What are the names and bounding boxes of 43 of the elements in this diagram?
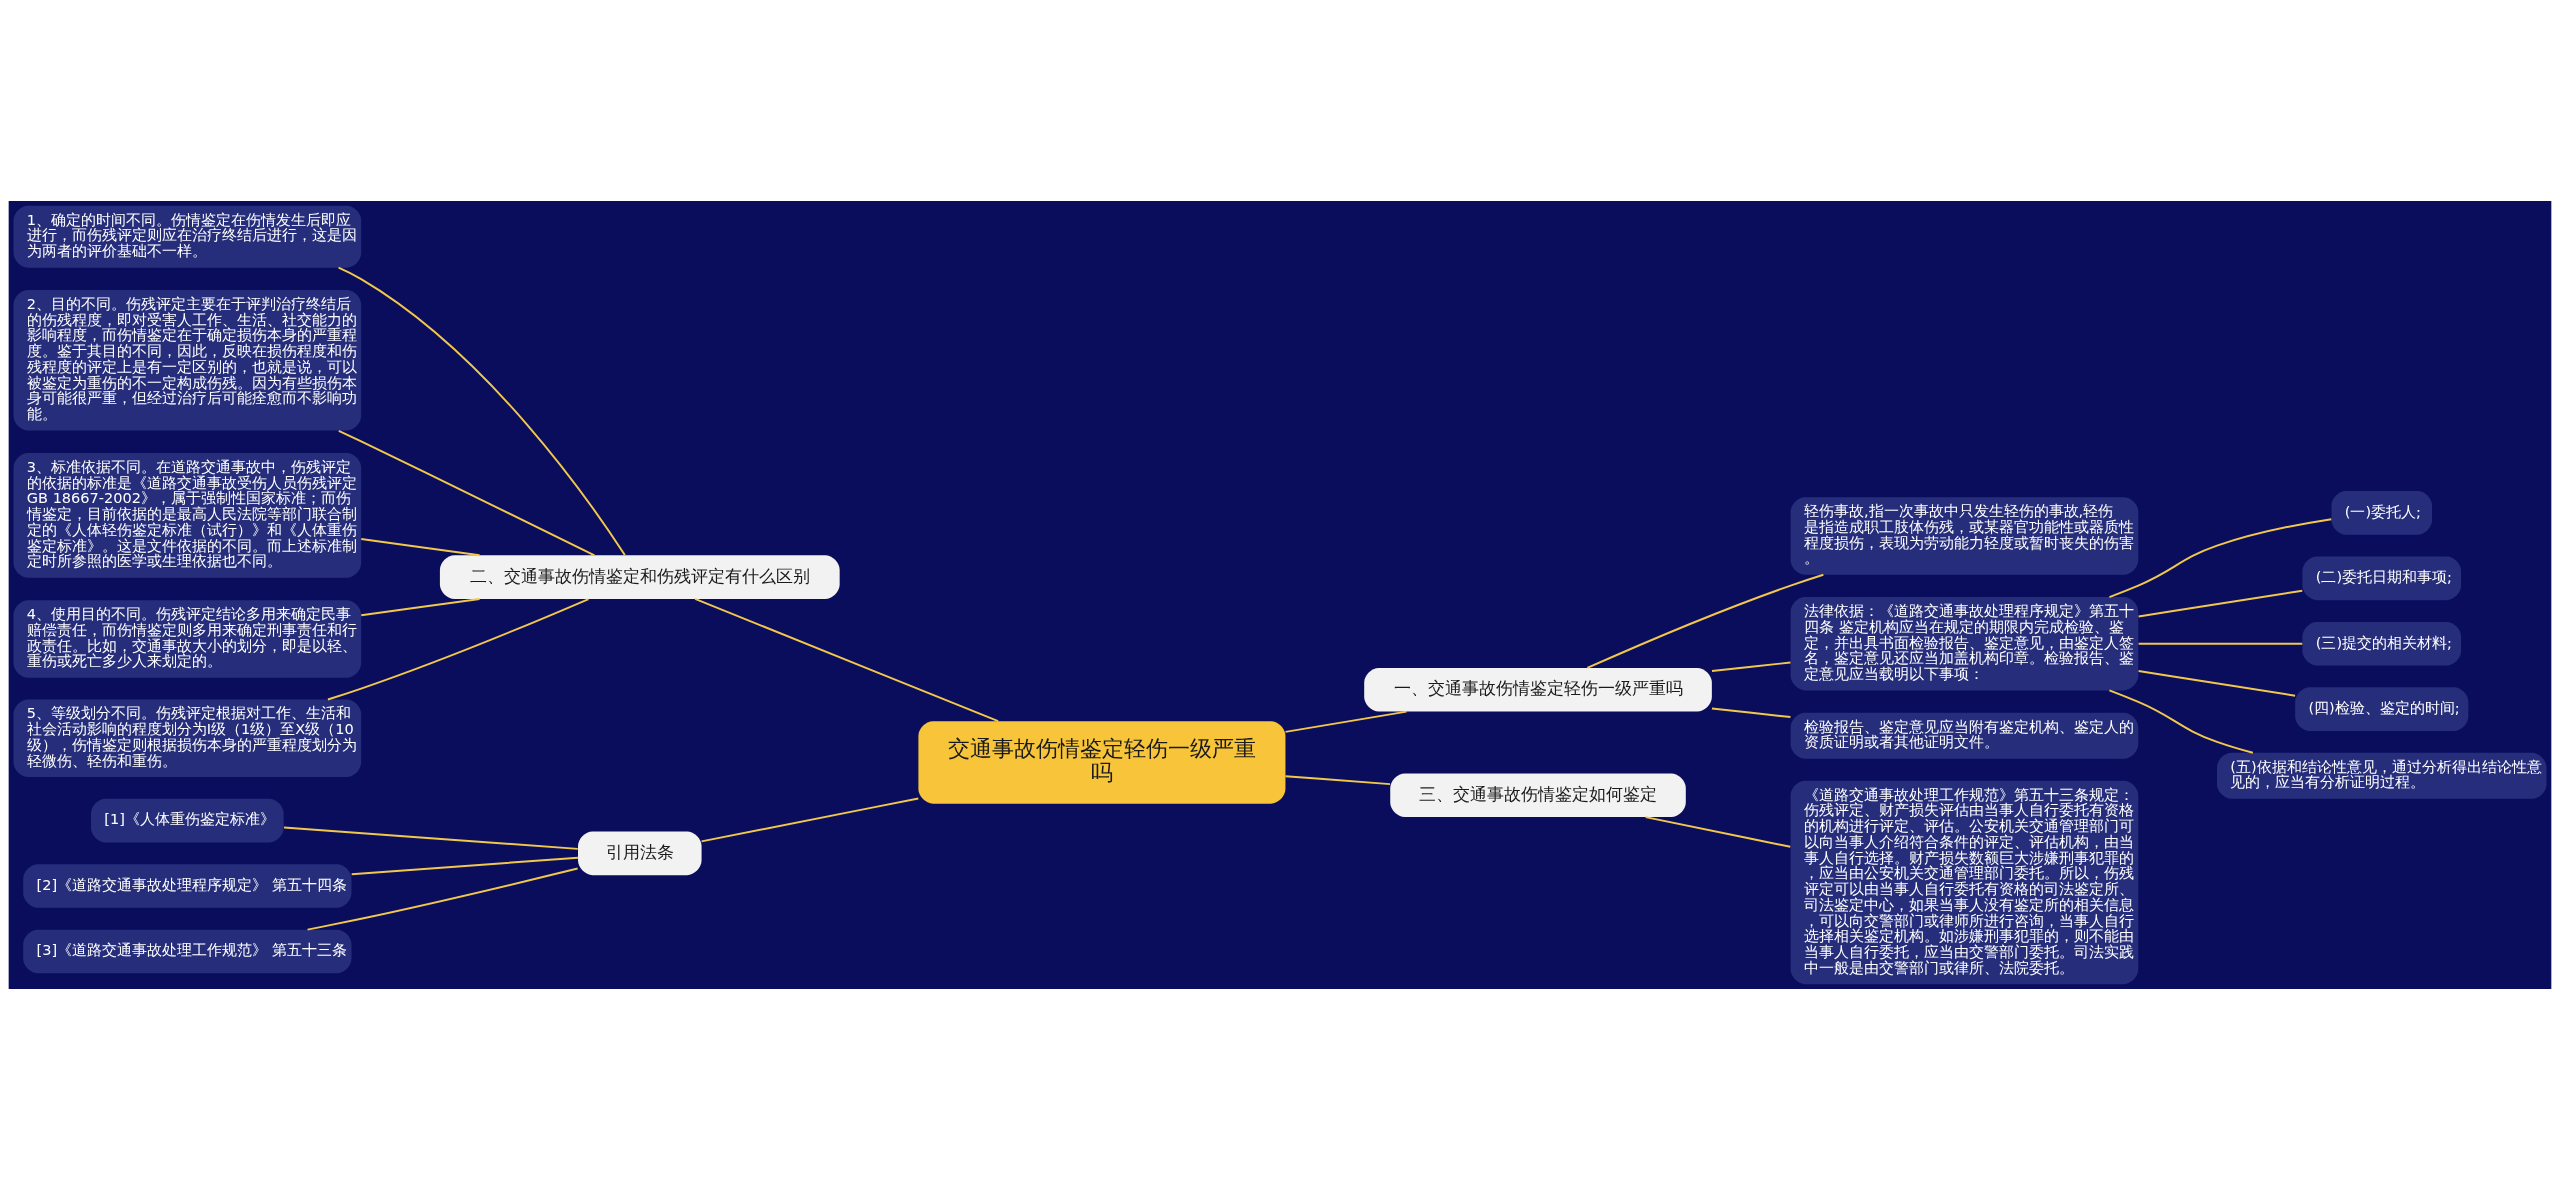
connector	[306, 867, 579, 931]
node-box: 3、标准依据不同。在道路交通事故中，伤残评定的依据的标准是《道路交通事故受伤人员伤残评定GB 18667-2002》，属于强制性国家标准；而伤情鉴定，目前依据的是最高人民法院等部门联合制定的《人体轻伤鉴定标准（试行）》和《人体重伤鉴定标准》。这是文件依据的不同。而上述标准制定时所参照的医学或生理依据也不同。	[13, 452, 362, 578]
node-box: (三)提交的相关材料;	[2302, 621, 2462, 666]
node-box: [2]《道路交通事故处理程序规定》 第五十四条	[23, 863, 352, 908]
connector	[2137, 669, 2297, 697]
node-box: 《道路交通事故处理工作规范》第五十三条规定：伤残评定、财产损失评估由当事人自行委托有资格的机构进行评定、评估。公安机关交通管理部门可以向当事人介绍符合条件的评定、评估机构，由当事人自行选择。财产损失数额巨大涉嫌刑事犯罪的，应当由公安机关交通管理部门委托。所以，伤残评定可以由当事人自行委托有资格的司法鉴定所、司法鉴定中心，如果当事人没有鉴定所的相关信息，可以向交警部门或律师所进行咨询，当事人自行选择相关鉴定机构。如涉嫌刑事犯罪的，则不能由当事人自行委托，应当由交警部门委托。司法实践中一般是由交警部门或律所、法院委托。	[1790, 780, 2139, 984]
node-box: (四)检验、鉴定的时间;	[2295, 686, 2469, 731]
connector	[694, 597, 1000, 722]
node-box: 一、交通事故伤情鉴定轻伤一级严重吗	[1364, 667, 1712, 712]
node-box: (五)依据和结论性意见，通过分析得出结论性意见的，应当有分析证明过程。	[2217, 752, 2547, 799]
node-box: 二、交通事故伤情鉴定和伤残评定有什么区别	[439, 554, 840, 599]
connector	[700, 797, 920, 842]
connector	[1284, 774, 1391, 785]
node-box: [3]《道路交通事故处理工作规范》 第五十三条	[23, 929, 352, 973]
node-box: 交通事故伤情鉴定轻伤一级严重吗	[918, 720, 1286, 804]
node-box: (二)委托日期和事项;	[2302, 556, 2462, 600]
node-box: 法律依据：《道路交通事故处理程序规定》第五十四条 鉴定机构应当在规定的期限内完成检验、鉴定，并出具书面检验报告、鉴定意见，由鉴定人签名，鉴定意见还应当加盖机构印章。检验报告、鉴定意见应当载明以下事项：	[1790, 596, 2139, 690]
node-box: 1、确定的时间不同。伤情鉴定在伤情发生后即应进行，而伤残评定则应在治疗终结后进行，这是因为两者的评价基础不一样。	[13, 205, 362, 268]
node-box: 轻伤事故,指一次事故中只发生轻伤的事故,轻伤是指造成职工肢体伤残，或某器官功能性或器质性程度损伤，表现为劳动能力轻度或暂时丧失的伤害。	[1790, 496, 2139, 575]
connector	[1284, 710, 1408, 733]
connector	[326, 597, 590, 700]
connector	[283, 826, 579, 850]
connector	[360, 597, 481, 616]
connector	[360, 537, 481, 556]
connector	[337, 266, 626, 556]
node-box: 2、目的不同。伤残评定主要在于评判治疗终结后的伤残程度，即对受害人工作、生活、社交能力的影响程度，而伤情鉴定在于确定损伤本身的严重程度。鉴于其目的不同，因此，反映在损伤程度和伤残程度的评定上是有一定区别的，也就是说，可以被鉴定为重伤的不一定构成伤残。因为有些损伤本身可能很严重，但经过治疗后可能痊愈而不影响功能。	[13, 289, 362, 431]
node-box: (一)委托人;	[2331, 490, 2432, 535]
node-box: 三、交通事故伤情鉴定如何鉴定	[1390, 772, 1686, 817]
connector	[2137, 589, 2304, 617]
node-box: [1]《人体重伤鉴定标准》	[91, 798, 284, 842]
node-box: 检验报告、鉴定意见应当附有鉴定机构、鉴定人的资质证明或者其他证明文件。	[1790, 712, 2139, 759]
connector	[1644, 815, 1792, 848]
connector	[1711, 661, 1792, 672]
connector	[2137, 642, 2304, 645]
connector	[2108, 688, 2254, 754]
connector	[350, 856, 579, 875]
node-box: 引用法条	[578, 831, 702, 875]
connector	[337, 429, 596, 556]
connector	[1586, 573, 1825, 669]
connector	[1711, 707, 1792, 718]
connector	[2108, 517, 2333, 598]
node-box: 5、等级划分不同。伤残评定根据对工作、生活和社会活动影响的程度划分为I级（1级）至X级（10级），伤情鉴定则根据损伤本身的严重程度划分为轻微伤、轻伤和重伤。	[13, 699, 362, 777]
node-box: 4、使用目的不同。伤残评定结论多用来确定民事赔偿责任，而伤情鉴定则多用来确定刑事责任和行政责任。比如，交通事故大小的划分，即是以轻、重伤或死亡多少人来划定的。	[13, 599, 362, 678]
